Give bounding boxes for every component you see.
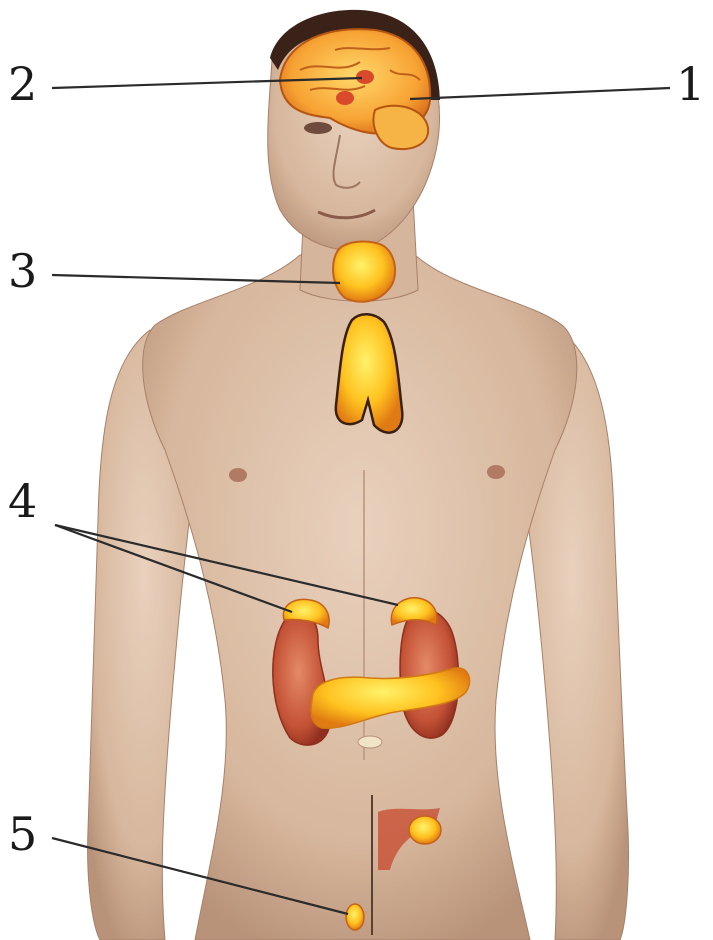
label-2: 2 <box>8 57 37 111</box>
pituitary-gland <box>336 91 354 105</box>
testis <box>346 904 364 930</box>
left-nipple <box>229 468 247 482</box>
thyroid-lobes <box>333 242 395 302</box>
leader-line-1 <box>410 88 670 99</box>
thyroid-gland <box>333 242 395 302</box>
ovary <box>409 816 441 844</box>
label-5: 5 <box>8 807 37 861</box>
hypothalamus <box>356 70 374 84</box>
navel <box>358 736 382 748</box>
label-4: 4 <box>8 474 37 528</box>
label-3: 3 <box>8 244 37 298</box>
right-nipple <box>487 465 505 479</box>
label-1: 1 <box>676 57 705 111</box>
human-body <box>88 10 629 940</box>
left-eye <box>304 122 332 134</box>
